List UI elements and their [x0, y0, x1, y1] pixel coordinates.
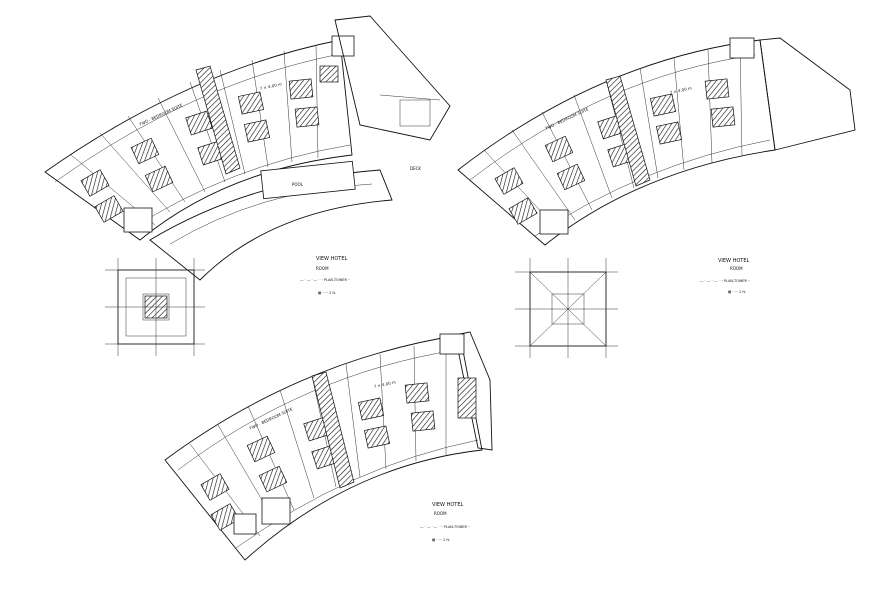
room-dividers [69, 44, 319, 226]
stair-hatch-strip [605, 75, 651, 187]
plan-upper-left: POOL DECK TWO - BEDROOM SUITE 7 × 4.00 m… [44, 15, 451, 295]
stair-core [261, 497, 291, 525]
room-type-label: TWO - BEDROOM SUITE [137, 102, 183, 127]
stair-hatch-strip [195, 65, 241, 175]
wing-extension [759, 37, 856, 151]
stair-core [539, 209, 569, 235]
plan-title: VIEW HOTEL [432, 502, 463, 508]
plan-title: VIEW HOTEL [316, 256, 347, 262]
side-label: DECK [410, 166, 421, 171]
pool-label: POOL [292, 182, 304, 187]
stair-core [729, 37, 755, 59]
bed-blocks [200, 377, 477, 531]
plan-title: VIEW HOTEL [718, 258, 749, 264]
plan-subtitle: ROOM [316, 266, 329, 271]
column-plan-left [105, 258, 205, 356]
room-dim-label: 7 × 4.00 m [259, 81, 282, 91]
plan-upper-right: TWO - BEDROOM SUITE 7 × 4.00 m VIEW HOTE… [457, 37, 856, 294]
plan-note: — · — · — · ·· PLAN-TOWER ·· [300, 278, 350, 282]
stair-core [233, 513, 257, 535]
plan-subtitle: ROOM [730, 266, 743, 271]
stair-core [331, 35, 355, 57]
roof-plan-right [515, 258, 618, 358]
plan-legend: ▦ ····· 2 ft. [318, 291, 336, 295]
podium [149, 169, 393, 281]
lobby-extension [334, 15, 451, 141]
plan-bottom: TWO - BEDROOM SUITE 7 × 4.00 m VIEW HOTE… [164, 331, 493, 561]
plan-note: — · — · — · ·· PLAN-TOWER ·· [700, 279, 750, 283]
plan-subtitle: ROOM [434, 511, 447, 516]
room-dim-label: 7 × 4.00 m [373, 379, 396, 389]
wing-end [454, 331, 493, 451]
plan-legend: ▦ ····· 2 ft. [432, 538, 450, 542]
stair-core [439, 333, 465, 355]
plan-legend: ▦ ····· 2 ft. [728, 290, 746, 294]
stair-hatch-strip [311, 371, 355, 489]
pool [260, 160, 356, 200]
plan-note: — · — · — · ·· PLAN-TOWER ·· [420, 525, 470, 529]
room-type-label: TWO - BEDROOM SUITE [247, 406, 293, 431]
room-dim-label: 7 × 4.00 m [669, 85, 692, 95]
stair-core [123, 207, 153, 233]
bed-blocks [80, 65, 339, 223]
bed-blocks [494, 78, 736, 225]
